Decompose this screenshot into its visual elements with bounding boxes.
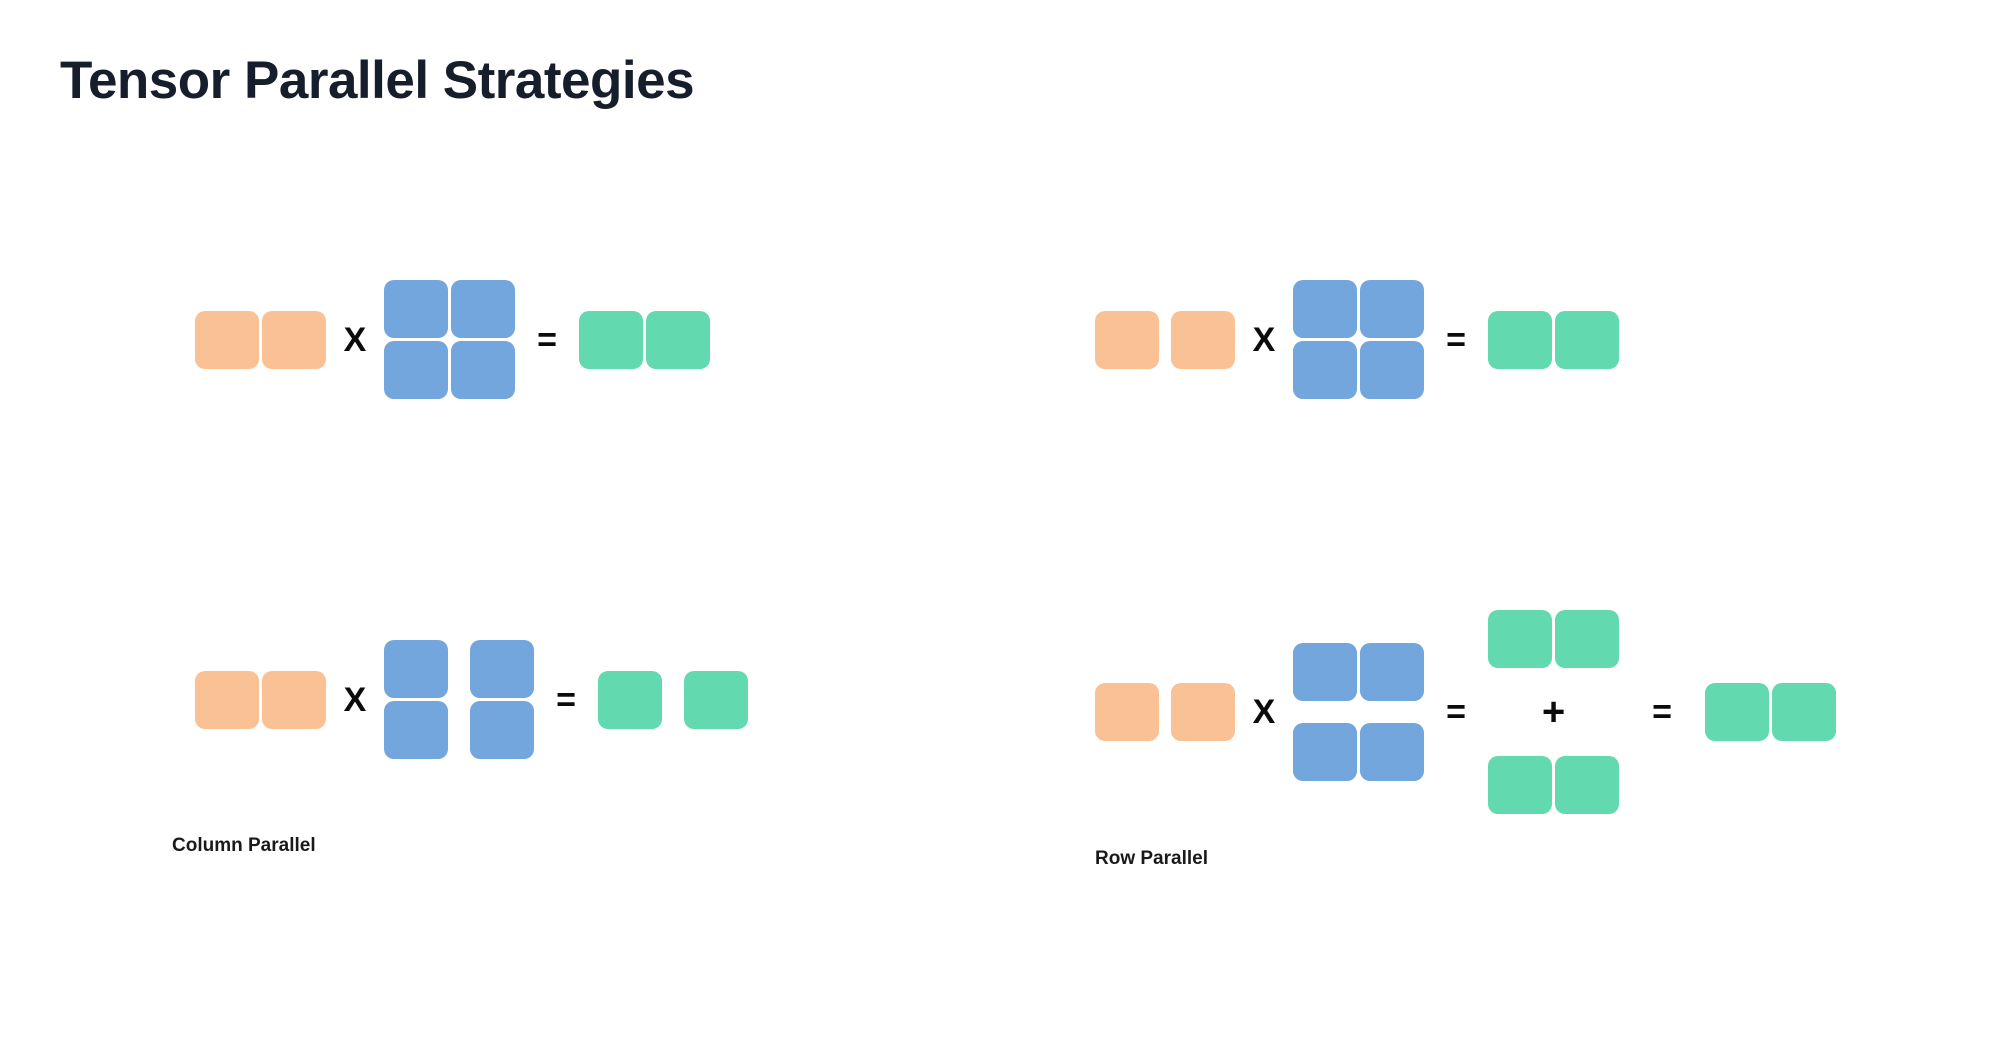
diagram-row-parallel-sharded: X = + =: [1095, 610, 1836, 814]
weight-matrix-blue: [384, 280, 515, 399]
matrix-cell-green: [1555, 310, 1619, 369]
matrix-cell-green: [1555, 756, 1619, 814]
output-matrix-green-column-sharded: [598, 670, 748, 729]
partial-outputs-sum: +: [1488, 610, 1619, 814]
matrix-cell-blue: [470, 640, 534, 698]
matrix-cell-green: [1705, 683, 1769, 741]
matrix-cell-blue: [1360, 643, 1424, 701]
operator-equals: =: [537, 320, 557, 359]
operator-equals: =: [1652, 693, 1672, 731]
matrix-cell-green: [1488, 610, 1552, 668]
matrix-cell-orange: [1095, 310, 1159, 369]
matrix-row: [1293, 280, 1424, 338]
matrix-cell-orange: [195, 670, 259, 729]
input-matrix-orange: [195, 670, 326, 729]
output-matrix-green: [1705, 683, 1836, 741]
weight-matrix-blue-row-sharded: [1293, 643, 1424, 781]
matrix-cell-green: [646, 310, 710, 369]
matrix-cell-green: [1488, 756, 1552, 814]
matrix-cell-blue: [451, 280, 515, 338]
matrix-row: [384, 341, 515, 399]
matrix-cell-orange: [195, 310, 259, 369]
matrix-cell-green: [684, 670, 748, 729]
matrix-cell-blue: [1293, 341, 1357, 399]
matrix-cell-green: [1772, 683, 1836, 741]
matrix-cell-blue: [1293, 643, 1357, 701]
caption-column-parallel: Column Parallel: [172, 835, 316, 856]
matrix-cell-orange: [1171, 310, 1235, 369]
matrix-cell-green: [598, 670, 662, 729]
matrix-cell-green: [1555, 610, 1619, 668]
matrix-cell-blue: [384, 280, 448, 338]
matrix-cell-orange: [1095, 683, 1159, 741]
matrix-cell-blue: [384, 640, 448, 698]
partial-output-matrix-green: [1488, 610, 1619, 668]
page-title: Tensor Parallel Strategies: [60, 51, 695, 110]
weight-matrix-blue-column-sharded: [384, 640, 534, 759]
weight-shard-column: [470, 640, 534, 759]
operator-multiply: X: [1252, 320, 1276, 359]
matrix-cell-orange: [262, 670, 326, 729]
matrix-row: [384, 280, 515, 338]
operator-equals: =: [556, 680, 576, 719]
weight-shard-row: [1293, 643, 1424, 701]
input-matrix-orange: [195, 310, 326, 369]
operator-equals: =: [1446, 320, 1466, 359]
operator-equals: =: [1446, 693, 1466, 731]
matrix-cell-blue: [1293, 280, 1357, 338]
weight-shard-row: [1293, 723, 1424, 781]
operator-multiply: X: [1252, 693, 1276, 731]
caption-row-parallel: Row Parallel: [1095, 848, 1208, 869]
matrix-cell-blue: [1360, 280, 1424, 338]
diagram-column-parallel-sharded: X =: [195, 640, 748, 759]
matrix-cell-green: [1488, 310, 1552, 369]
output-matrix-green: [1488, 310, 1619, 369]
weight-shard-column: [384, 640, 448, 759]
diagram-column-parallel-unsharded: X =: [195, 280, 710, 399]
output-matrix-green: [579, 310, 710, 369]
matrix-cell-blue: [451, 341, 515, 399]
operator-multiply: X: [343, 320, 367, 359]
diagram-row-parallel-unsharded: X =: [1095, 280, 1619, 399]
matrix-cell-blue: [470, 701, 534, 759]
matrix-cell-blue: [384, 701, 448, 759]
matrix-cell-blue: [1360, 723, 1424, 781]
matrix-cell-green: [579, 310, 643, 369]
matrix-cell-blue: [384, 341, 448, 399]
matrix-cell-blue: [1360, 341, 1424, 399]
partial-output-matrix-green: [1488, 756, 1619, 814]
operator-multiply: X: [343, 680, 367, 719]
operator-plus: +: [1541, 690, 1566, 734]
weight-matrix-blue: [1293, 280, 1424, 399]
input-matrix-orange: [1095, 310, 1235, 369]
matrix-cell-orange: [262, 310, 326, 369]
input-matrix-orange: [1095, 683, 1235, 741]
matrix-cell-blue: [1293, 723, 1357, 781]
matrix-cell-orange: [1171, 683, 1235, 741]
matrix-row: [1293, 341, 1424, 399]
